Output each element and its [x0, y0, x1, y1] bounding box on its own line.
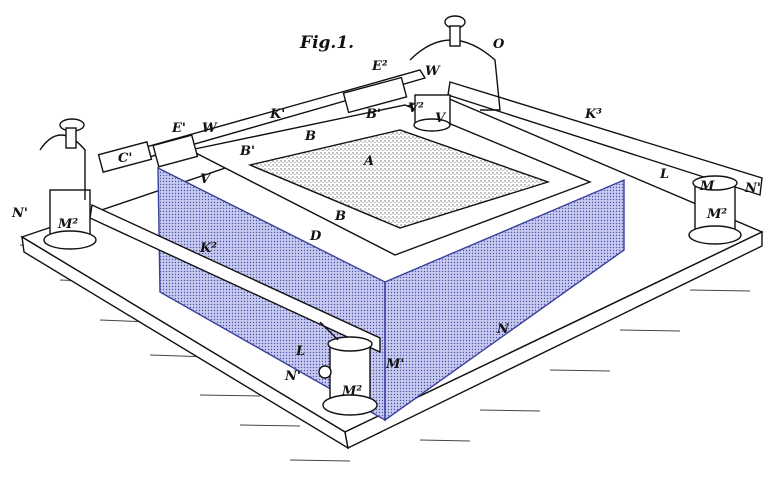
label-w-left: W [202, 121, 218, 136]
clamp-e1 [152, 134, 199, 168]
label-n1-front: N' [284, 369, 301, 384]
label-v-top: V [435, 111, 447, 126]
label-m2-front: M² [341, 384, 362, 399]
label-m1-front: M' [385, 357, 404, 372]
label-d: D [309, 229, 322, 244]
clamp-e2 [342, 76, 408, 114]
label-b1-left: B' [239, 144, 255, 159]
figure-title: Fig.1. [299, 33, 354, 53]
post-right [688, 175, 742, 245]
post-front [318, 321, 378, 416]
label-b-front: B [334, 209, 346, 224]
label-b1-top: B' [365, 107, 381, 122]
label-a: A [362, 154, 374, 169]
label-l-front: L [295, 344, 305, 359]
label-k2: K² [199, 241, 217, 256]
label-w-top: W [425, 64, 441, 79]
clamp-c1 [97, 140, 153, 174]
base-board-front-right [344, 230, 763, 450]
label-n1-left: N' [11, 206, 28, 221]
post-left [39, 118, 97, 250]
label-v2: V² [408, 101, 424, 116]
label-m2-left: M² [57, 217, 78, 232]
reference-labels: Fig.1. O E² W K' B' V² V K³ E' W B C' B'… [11, 33, 761, 399]
label-k3: K³ [584, 107, 602, 122]
label-l-right: L [659, 167, 669, 182]
sand-surface [247, 129, 551, 229]
label-e1: E' [171, 121, 186, 136]
label-m-right: M [699, 179, 715, 194]
label-b-top: B [304, 129, 316, 144]
label-e2: E² [371, 59, 388, 74]
label-o: O [493, 37, 505, 52]
label-c1: C' [118, 151, 132, 166]
mold-block-right-face [384, 178, 625, 422]
label-m2-right: M² [706, 207, 727, 222]
rail-k3 [447, 81, 763, 196]
label-k1: K' [269, 107, 285, 122]
label-n1-right: N' [744, 181, 761, 196]
post-back [409, 15, 501, 132]
label-v-left: V [200, 172, 212, 187]
label-n: N [496, 322, 510, 337]
